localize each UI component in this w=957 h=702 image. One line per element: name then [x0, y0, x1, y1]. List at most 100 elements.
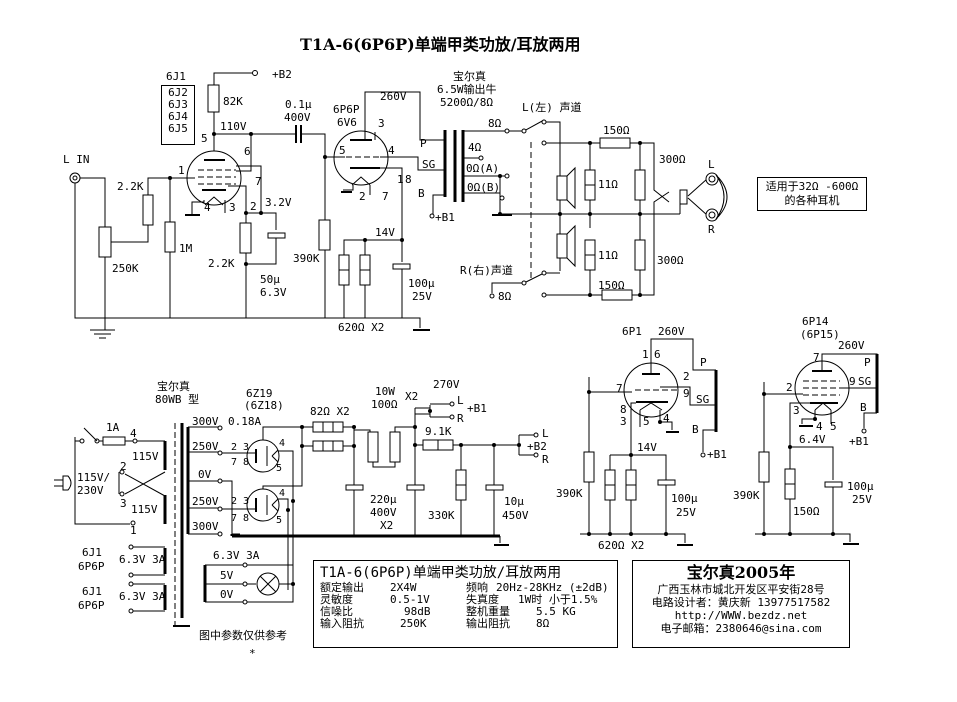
svg-text:8Ω: 8Ω	[488, 117, 502, 130]
svg-text:SG: SG	[696, 393, 709, 406]
alt-6p14-cathode-capacitor	[824, 481, 843, 488]
svg-text:+B1: +B1	[467, 402, 487, 415]
svg-text:B: B	[692, 423, 699, 436]
svg-text:7 8: 7 8	[231, 513, 249, 524]
svg-text:8Ω: 8Ω	[498, 290, 512, 303]
svg-text:X2: X2	[380, 519, 393, 532]
svg-text:330K: 330K	[428, 509, 455, 522]
svg-text:+B1: +B1	[707, 448, 727, 461]
volume-pot	[98, 226, 112, 258]
power-grid-leak	[318, 219, 331, 251]
svg-text:7: 7	[616, 382, 623, 395]
svg-text:2: 2	[683, 370, 690, 383]
svg-text:10W: 10W	[375, 385, 395, 398]
svg-text:R: R	[457, 412, 464, 425]
svg-text:6P6P: 6P6P	[78, 560, 105, 573]
svg-text:100μ: 100μ	[847, 480, 874, 493]
svg-text:11Ω: 11Ω	[598, 178, 618, 191]
svg-text:6: 6	[244, 145, 251, 158]
svg-text:B: B	[418, 187, 425, 200]
spec-table: T1A-6(6P6P)单端甲类功放/耳放两用 额定输出 2X4W 频响 20Hz…	[313, 560, 618, 648]
svg-text:5: 5	[339, 144, 346, 157]
svg-text:+B2: +B2	[272, 68, 292, 81]
svg-text:P: P	[864, 356, 871, 369]
b2-terminal	[252, 70, 258, 76]
input-jack	[69, 172, 81, 184]
b2-capacitor	[485, 484, 504, 491]
svg-text:11Ω: 11Ω	[598, 249, 618, 262]
svg-text:+B1: +B1	[435, 211, 455, 224]
svg-text:9: 9	[849, 375, 856, 388]
designer-info: 宝尔真2005年 广西玉林市城北开发区平安街28号 电路设计者：黄庆新 1397…	[632, 560, 850, 648]
svg-text:260V: 260V	[658, 325, 685, 338]
series-resistor-82-a	[312, 421, 344, 433]
svg-text:150Ω: 150Ω	[793, 505, 820, 518]
svg-text:宝尔真: 宝尔真	[453, 69, 486, 83]
svg-text:25V: 25V	[852, 493, 872, 506]
spec-row: 输入阻抗 250K 输出阻抗 8Ω	[320, 617, 550, 630]
svg-text:115V/: 115V/	[77, 471, 110, 484]
svg-text:6: 6	[654, 348, 661, 361]
svg-text:0Ω(A): 0Ω(A)	[466, 162, 499, 175]
svg-text:*: *	[249, 647, 256, 660]
svg-text:7: 7	[255, 175, 262, 188]
svg-text:390K: 390K	[556, 487, 583, 500]
svg-text:1: 1	[397, 173, 404, 186]
website-link[interactable]: http://WWW.bezdz.net	[674, 609, 808, 622]
series-resistor-82-b	[312, 440, 344, 452]
svg-text:260V: 260V	[380, 90, 407, 103]
svg-text:450V: 450V	[502, 509, 529, 522]
svg-text:2 3: 2 3	[231, 442, 249, 453]
input-label: L IN	[63, 153, 90, 166]
svg-text:3: 3	[229, 201, 236, 214]
svg-text:R: R	[708, 223, 715, 236]
svg-text:0Ω(B): 0Ω(B)	[467, 181, 500, 194]
svg-text:6P6P: 6P6P	[333, 103, 360, 116]
svg-text:6J1: 6J1	[82, 585, 102, 598]
svg-text:220μ: 220μ	[370, 493, 397, 506]
svg-text:6P1: 6P1	[622, 325, 642, 338]
svg-text:390K: 390K	[293, 252, 320, 265]
svg-text:6Z19: 6Z19	[246, 387, 273, 400]
load-resistor-left	[634, 169, 646, 201]
rectifier-tube-2	[246, 488, 280, 522]
svg-text:6P6P: 6P6P	[78, 599, 105, 612]
svg-text:(6P15): (6P15)	[800, 328, 840, 341]
svg-text:250V: 250V	[192, 495, 219, 508]
svg-text:82Ω X2: 82Ω X2	[310, 405, 350, 418]
brand-title: 宝尔真2005年	[686, 563, 796, 582]
grid-leak-resistor	[164, 221, 176, 253]
svg-text:1: 1	[130, 524, 137, 537]
svg-text:0.18A: 0.18A	[228, 415, 261, 428]
svg-text:4Ω: 4Ω	[468, 141, 482, 154]
svg-text:7: 7	[382, 190, 389, 203]
svg-text:4: 4	[130, 427, 137, 440]
svg-text:6J1: 6J1	[82, 546, 102, 559]
svg-text:25V: 25V	[676, 506, 696, 519]
cathode-capacitor	[267, 232, 286, 239]
headphone-compatibility-note: 适用于32Ω -600Ω 的各种耳机	[757, 177, 867, 211]
svg-text:9: 9	[683, 387, 690, 400]
svg-text:+B1: +B1	[849, 435, 869, 448]
load-resistor-right	[634, 239, 646, 271]
svg-text:1A: 1A	[106, 421, 120, 434]
svg-text:R: R	[542, 453, 549, 466]
svg-text:3: 3	[620, 415, 627, 428]
svg-text:2: 2	[120, 460, 127, 473]
svg-text:4: 4	[816, 420, 823, 433]
preamp-tube-alternatives: 6J2 6J3 6J4 6J5	[161, 85, 195, 145]
designer: 电路设计者：黄庆新 13977517582	[651, 596, 831, 609]
power-cathode-capacitor	[392, 263, 411, 270]
svg-text:3: 3	[378, 117, 385, 130]
email-link[interactable]: 电子邮箱：2380646@sina.com	[660, 622, 822, 635]
svg-text:(6Z18): (6Z18)	[244, 399, 284, 412]
rectifier-tube-1	[246, 439, 280, 473]
svg-text:2: 2	[786, 381, 793, 394]
svg-text:5: 5	[830, 420, 837, 433]
svg-text:8: 8	[620, 403, 627, 416]
svg-text:620Ω X2: 620Ω X2	[338, 321, 384, 334]
svg-text:图中参数仅供参考: 图中参数仅供参考	[199, 628, 287, 642]
svg-text:4: 4	[279, 488, 285, 499]
svg-text:2 3: 2 3	[231, 496, 249, 507]
